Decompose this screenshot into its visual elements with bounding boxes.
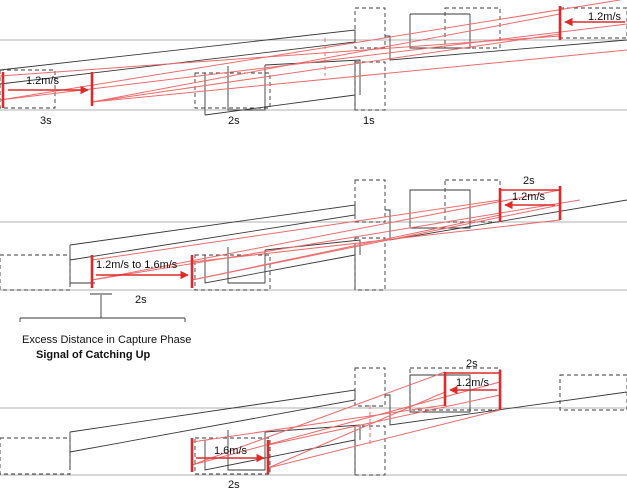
- speed-label-left: 1.6m/s: [214, 445, 248, 457]
- time-label-3s: 3s: [40, 115, 52, 127]
- speed-label-left: 1.2m/s: [26, 75, 60, 87]
- annotation-line-1: Excess Distance in Capture Phase: [22, 334, 191, 346]
- dashed-boxes: [0, 179, 501, 291]
- signal-bars: [1, 6, 562, 108]
- time-label-top: 2s: [466, 358, 478, 370]
- speed-label-right: 1.2m/s: [456, 377, 490, 389]
- sight-rays: [191, 371, 501, 469]
- floor-lines: [0, 407, 627, 476]
- panel-1: 1.2m/s 1.2m/s 3s 2s 1s: [0, 0, 627, 127]
- annotation-line-2: Signal of Catching Up: [36, 349, 151, 361]
- time-label-1s: 1s: [363, 115, 375, 127]
- time-label-top: 2s: [523, 175, 535, 187]
- floor-lines: [0, 39, 627, 111]
- signal-bars: [90, 186, 562, 288]
- excess-distance-bracket: [19, 293, 186, 322]
- sight-rays: [91, 189, 581, 281]
- structure: [0, 13, 627, 116]
- panel-3: 2s 1.2m/s 1.6m/s 2s: [0, 358, 627, 490]
- speed-label-right: 1.2m/s: [588, 11, 622, 23]
- dashed-boxes: [0, 367, 627, 476]
- signal-bars: [190, 370, 502, 474]
- panel-2: 2s 1.2m/s 1.2m/s to 1.6m/s 2s Excess Dis…: [0, 175, 627, 361]
- time-label-bottom: 2s: [135, 294, 147, 306]
- structure: [69, 374, 627, 475]
- sight-rays: [0, 0, 627, 103]
- speed-label-right: 1.2m/s: [512, 191, 546, 203]
- speed-label-left: 1.2m/s to 1.6m/s: [96, 259, 178, 271]
- time-label-2s: 2s: [228, 115, 240, 127]
- time-label-bottom: 2s: [228, 479, 240, 490]
